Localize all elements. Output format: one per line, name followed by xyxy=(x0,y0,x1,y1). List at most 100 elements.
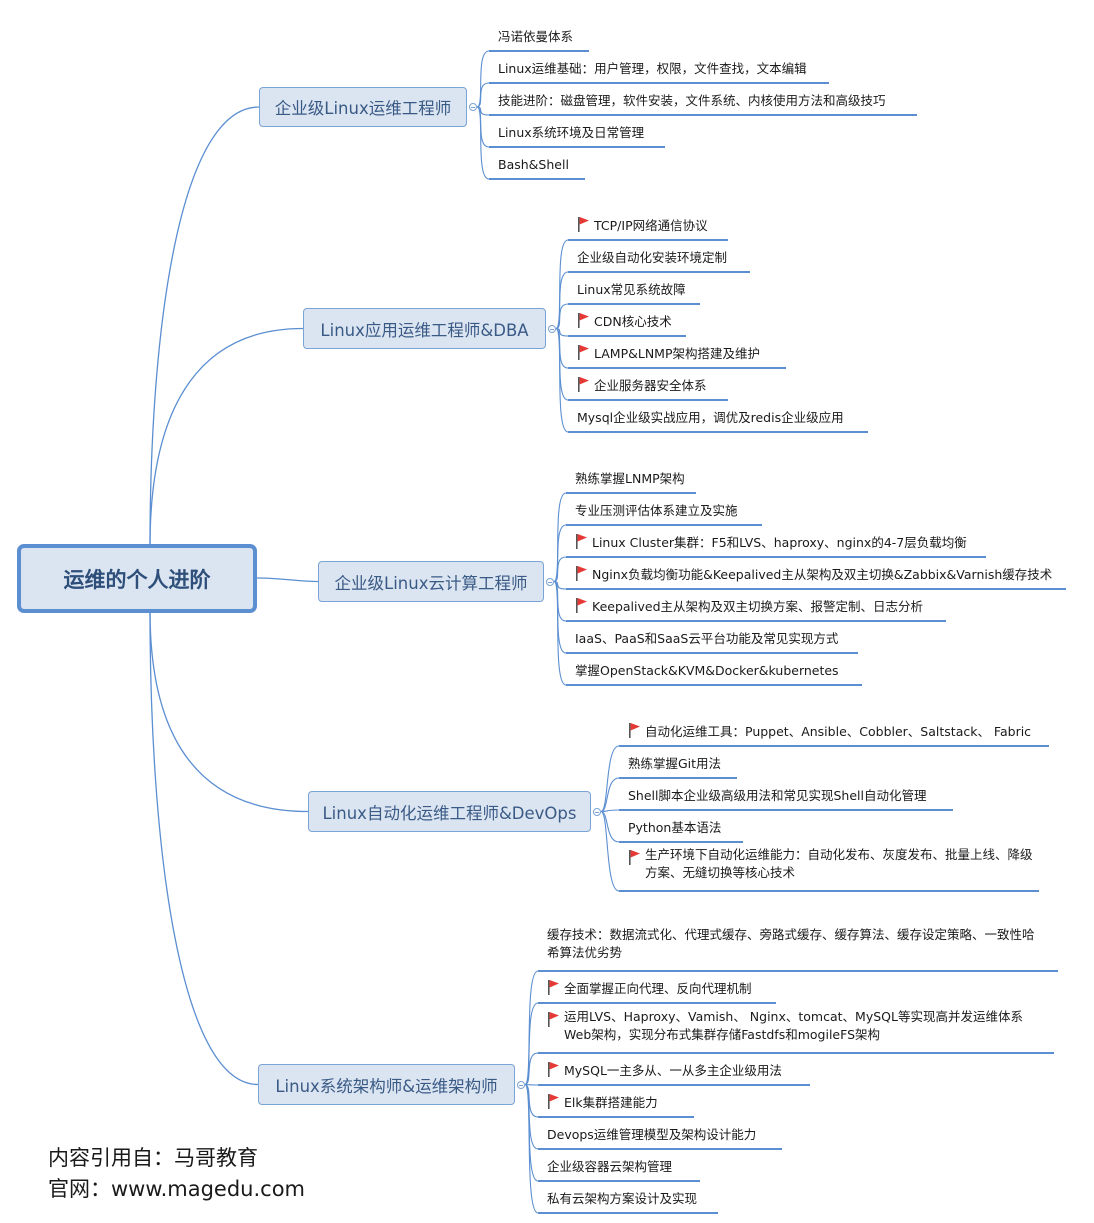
leaf-topic-label: 自动化运维工具：Puppet、Ansible、Cobbler、Saltstack… xyxy=(645,724,1032,739)
leaf-topic[interactable]: 掌握OpenStack&KVM&Docker&kubernetes xyxy=(566,658,862,686)
flag-icon xyxy=(629,722,640,738)
branch-to-leaf-line xyxy=(476,82,490,108)
collapse-toggle-icon[interactable] xyxy=(546,577,554,586)
leaf-topic-label: Bash&Shell xyxy=(498,157,569,172)
credit-source: 内容引用自：马哥教育 xyxy=(48,1146,258,1170)
branch-node-label: Linux系统架构师&运维架构师 xyxy=(275,1076,498,1096)
leaf-topic-label: Keepalived主从架构及双主切换方案、报警定制、日志分析 xyxy=(592,599,924,614)
leaf-topic-label: 掌握OpenStack&KVM&Docker&kubernetes xyxy=(575,663,839,678)
collapse-toggle-icon[interactable] xyxy=(517,1080,525,1089)
branch-node-label: 企业级Linux云计算工程师 xyxy=(334,573,528,593)
branch-to-leaf-line xyxy=(555,239,569,330)
leaf-topic-label: Linux常见系统故障 xyxy=(577,282,686,297)
leaf-topic[interactable]: 生产环境下自动化运维能力：自动化发布、灰度发布、批量上线、降级方案、无缝切换等核… xyxy=(619,846,1039,892)
branch-to-leaf-line xyxy=(524,1083,539,1214)
flag-icon xyxy=(576,597,587,613)
branch-to-leaf-line xyxy=(553,580,567,686)
leaf-topic-label: Linux运维基础：用户管理，权限，文件查找，文本编辑 xyxy=(498,61,807,76)
leaf-topic[interactable]: MySQL一主多从、一从多主企业级用法 xyxy=(538,1058,810,1086)
branch-to-leaf-line xyxy=(555,271,569,330)
branch-node[interactable]: 企业级Linux运维工程师 xyxy=(259,87,467,127)
leaf-topic[interactable]: 冯诺依曼体系 xyxy=(489,24,589,52)
leaf-topic-label: Linux系统环境及日常管理 xyxy=(498,125,645,140)
collapse-toggle-icon[interactable] xyxy=(548,324,556,333)
flag-icon xyxy=(629,850,640,865)
root-to-branch-line xyxy=(149,106,260,547)
leaf-topic-label: 生产环境下自动化运维能力：自动化发布、灰度发布、批量上线、降级方案、无缝切换等核… xyxy=(645,847,1033,880)
leaf-topic-label: LAMP&LNMP架构搭建及维护 xyxy=(594,346,761,361)
leaf-topic[interactable]: Devops运维管理模型及架构设计能力 xyxy=(538,1122,782,1150)
leaf-topic-label: Python基本语法 xyxy=(628,820,722,835)
branch-node[interactable]: Linux应用运维工程师&DBA xyxy=(303,308,546,349)
branch-to-leaf-line xyxy=(476,50,490,108)
leaf-topic[interactable]: 缓存技术：数据流式化、代理式缓存、旁路式缓存、缓存算法、缓存设定策略、一致性哈希… xyxy=(538,926,1058,972)
leaf-topic[interactable]: 企业级容器云架构管理 xyxy=(538,1154,700,1182)
root-to-branch-line xyxy=(149,327,304,547)
flag-icon xyxy=(576,565,587,581)
leaf-topic[interactable]: CDN核心技术 xyxy=(568,309,686,337)
branch-to-leaf-line xyxy=(553,492,567,583)
branch-to-leaf-line xyxy=(524,1002,539,1086)
branch-to-leaf-line xyxy=(555,303,569,330)
leaf-topic[interactable]: Mysql企业级实战应用，调优及redis企业级应用 xyxy=(568,405,868,433)
collapse-toggle-icon[interactable] xyxy=(593,807,601,816)
leaf-topic-label: TCP/IP网络通信协议 xyxy=(594,218,708,233)
leaf-topic[interactable]: Shell脚本企业级高级用法和常见实现Shell自动化管理 xyxy=(619,783,953,811)
leaf-topic[interactable]: 自动化运维工具：Puppet、Ansible、Cobbler、Saltstack… xyxy=(619,719,1049,747)
leaf-topic-label: 技能进阶：磁盘管理，软件安装，文件系统、内核使用方法和高级技巧 xyxy=(498,93,886,108)
leaf-topic-label: 缓存技术：数据流式化、代理式缓存、旁路式缓存、缓存算法、缓存设定策略、一致性哈希… xyxy=(547,927,1035,960)
flag-icon xyxy=(578,312,589,328)
flag-icon xyxy=(576,533,587,549)
leaf-topic[interactable]: 专业压测评估体系建立及实施 xyxy=(566,498,762,526)
leaf-topic[interactable]: 技能进阶：磁盘管理，软件安装，文件系统、内核使用方法和高级技巧 xyxy=(489,88,917,116)
leaf-topic[interactable]: TCP/IP网络通信协议 xyxy=(568,213,728,241)
leaf-topic[interactable]: 私有云架构方案设计及实现 xyxy=(538,1186,718,1214)
leaf-topic-label: Mysql企业级实战应用，调优及redis企业级应用 xyxy=(577,410,844,425)
leaf-topic[interactable]: 运用LVS、Haproxy、Vamish、 Nginx、tomcat、MySQL… xyxy=(538,1008,1054,1054)
root-node[interactable]: 运维的个人进阶 xyxy=(17,544,257,613)
branch-node[interactable]: 企业级Linux云计算工程师 xyxy=(318,561,544,602)
leaf-topic[interactable]: 企业服务器安全体系 xyxy=(568,373,728,401)
leaf-topic-label: 专业压测评估体系建立及实施 xyxy=(575,503,738,518)
leaf-topic[interactable]: Elk集群搭建能力 xyxy=(538,1090,694,1118)
leaf-topic-label: 熟练掌握LNMP架构 xyxy=(575,471,685,486)
leaf-topic[interactable]: Linux Cluster集群：F5和LVS、haproxy、nginx的4-7… xyxy=(566,530,986,558)
flag-icon xyxy=(548,1093,559,1109)
leaf-topic-label: 私有云架构方案设计及实现 xyxy=(547,1191,698,1206)
leaf-topic[interactable]: Linux运维基础：用户管理，权限，文件查找，文本编辑 xyxy=(489,56,829,84)
leaf-topic[interactable]: Linux系统环境及日常管理 xyxy=(489,120,665,148)
leaf-topic-label: Linux Cluster集群：F5和LVS、haproxy、nginx的4-7… xyxy=(592,535,967,550)
branch-node-label: Linux自动化运维工程师&DevOps xyxy=(322,803,577,823)
branch-to-leaf-line xyxy=(476,106,490,148)
leaf-topic-label: MySQL一主多从、一从多主企业级用法 xyxy=(564,1063,782,1078)
branch-node[interactable]: Linux自动化运维工程师&DevOps xyxy=(308,791,591,832)
leaf-topic[interactable]: Keepalived主从架构及双主切换方案、报警定制、日志分析 xyxy=(566,594,946,622)
leaf-topic[interactable]: LAMP&LNMP架构搭建及维护 xyxy=(568,341,786,369)
leaf-topic[interactable]: Python基本语法 xyxy=(619,815,743,843)
branch-to-leaf-line xyxy=(600,810,620,892)
root-to-branch-line xyxy=(149,610,259,1086)
leaf-topic[interactable]: Linux常见系统故障 xyxy=(568,277,700,305)
leaf-topic[interactable]: 熟练掌握Git用法 xyxy=(619,751,737,779)
leaf-topic-label: 全面掌握正向代理、反向代理机制 xyxy=(564,981,752,996)
leaf-topic[interactable]: 全面掌握正向代理、反向代理机制 xyxy=(538,976,776,1004)
leaf-topic[interactable]: Nginx负载均衡功能&Keepalived主从架构及双主切换&Zabbix&V… xyxy=(566,562,1066,590)
leaf-topic-label: Nginx负载均衡功能&Keepalived主从架构及双主切换&Zabbix&V… xyxy=(592,567,1053,582)
flag-icon xyxy=(578,216,589,232)
credit-site: 官网：www.magedu.com xyxy=(48,1177,306,1201)
branch-to-leaf-line xyxy=(555,327,569,433)
leaf-topic-label: IaaS、PaaS和SaaS云平台功能及常见实现方式 xyxy=(575,631,839,646)
leaf-topic[interactable]: 熟练掌握LNMP架构 xyxy=(566,466,696,494)
leaf-topic[interactable]: 企业级自动化安装环境定制 xyxy=(568,245,750,273)
leaf-topic-label: 企业服务器安全体系 xyxy=(594,378,707,393)
leaf-topic-label: Shell脚本企业级高级用法和常见实现Shell自动化管理 xyxy=(628,788,927,803)
branch-node-label: Linux应用运维工程师&DBA xyxy=(320,320,529,340)
root-to-branch-line xyxy=(149,610,309,813)
branch-node[interactable]: Linux系统架构师&运维架构师 xyxy=(258,1064,515,1105)
collapse-toggle-icon[interactable] xyxy=(469,103,477,111)
flag-icon xyxy=(578,344,589,360)
leaf-topic[interactable]: Bash&Shell xyxy=(489,152,585,180)
leaf-topic[interactable]: IaaS、PaaS和SaaS云平台功能及常见实现方式 xyxy=(566,626,858,654)
flag-icon xyxy=(548,1012,559,1027)
